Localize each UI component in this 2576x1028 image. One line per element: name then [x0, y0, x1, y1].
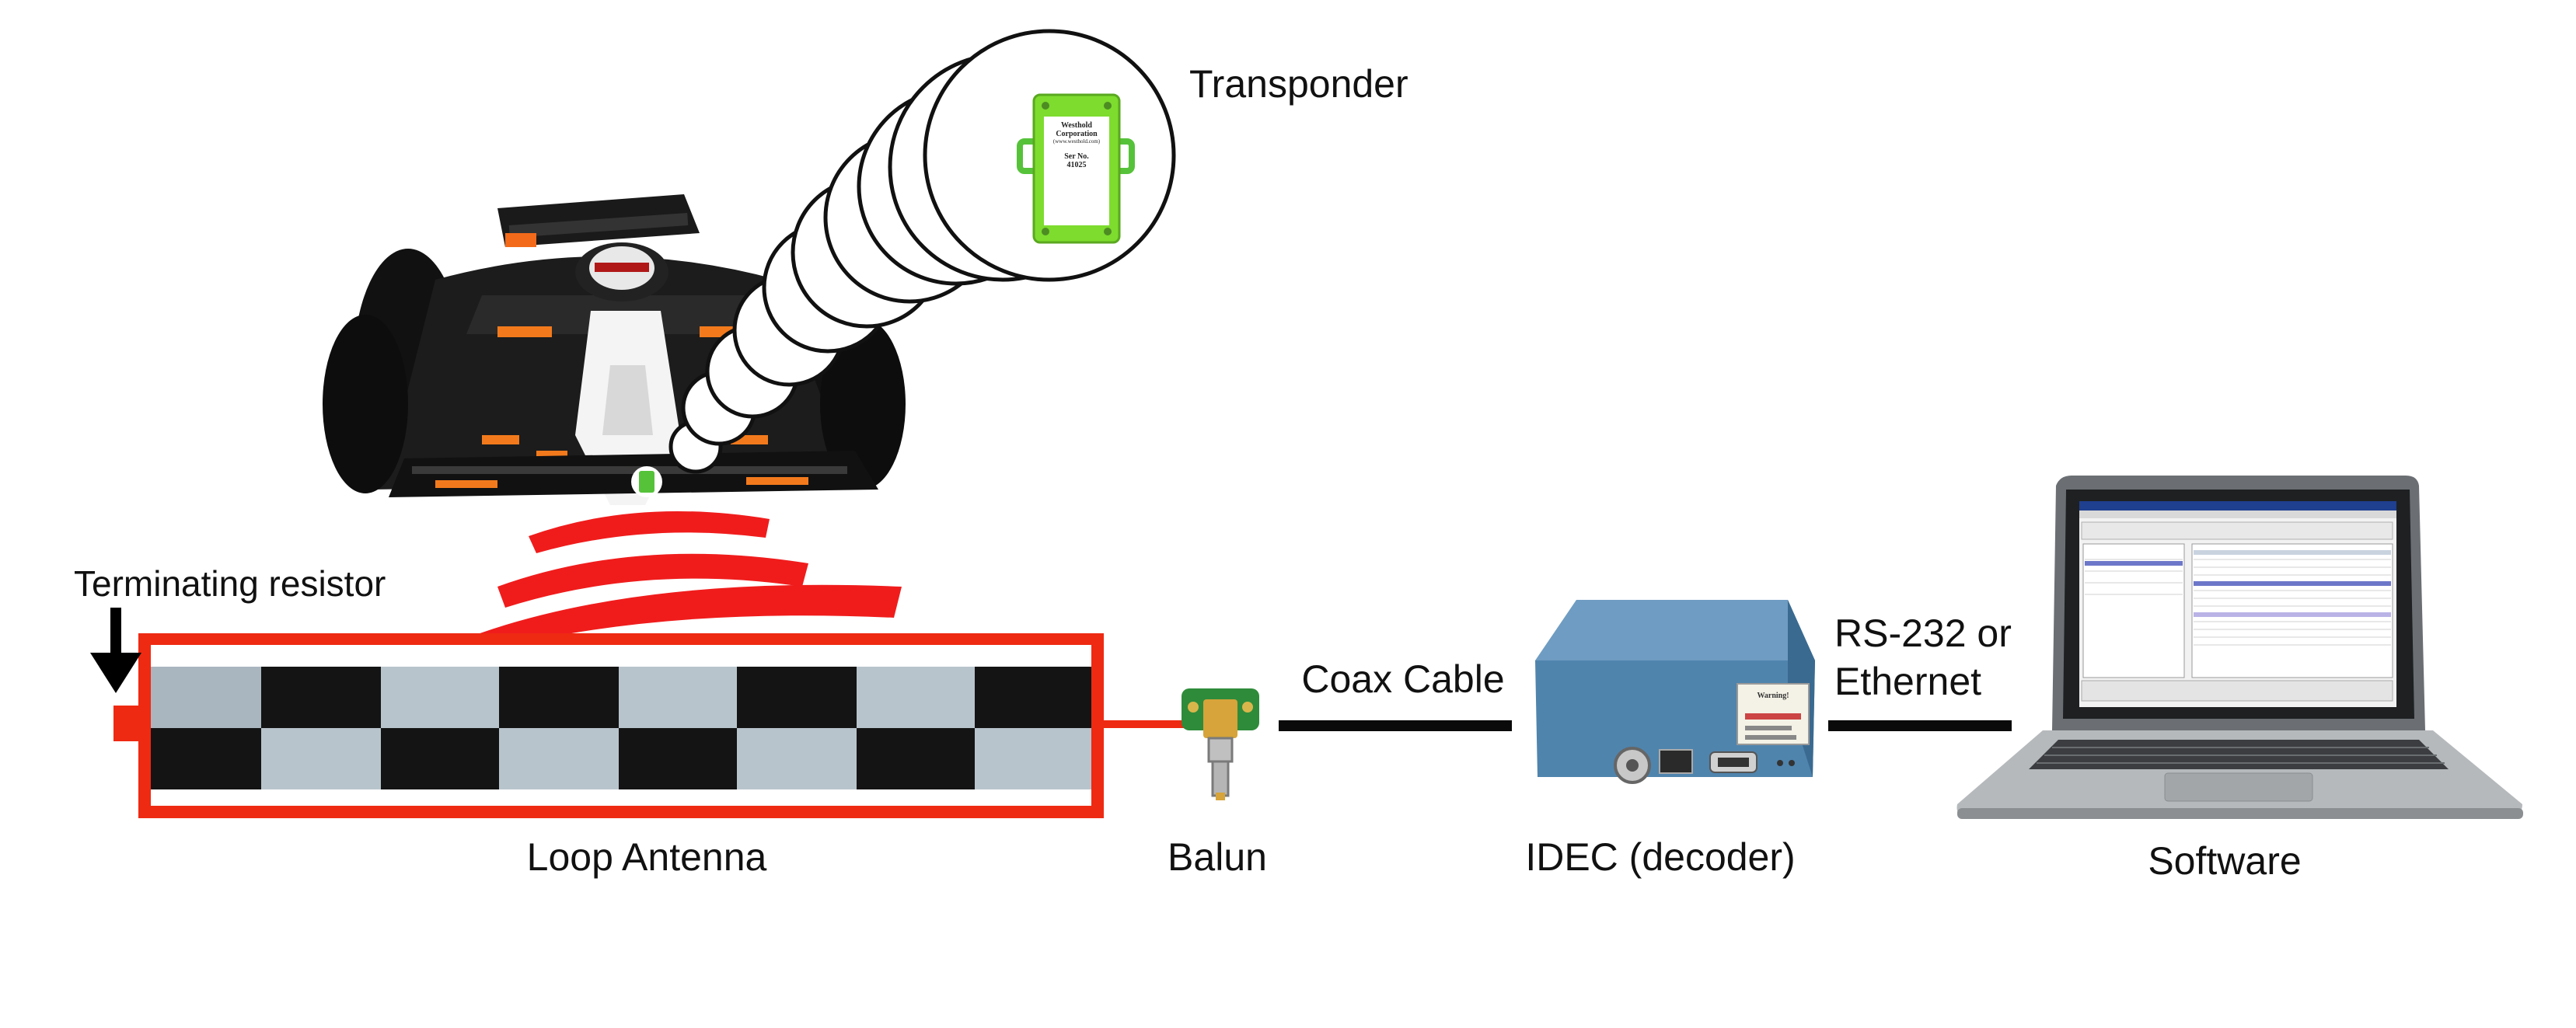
coax-cable-label: Coax Cable: [1301, 657, 1505, 701]
coax-cable: [1279, 720, 1512, 731]
idec-decoder-image: [1535, 600, 1815, 784]
balun-label: Balun: [1168, 835, 1267, 879]
terminating-resistor-arrow: [90, 608, 141, 693]
loop-antenna: [113, 633, 1197, 818]
serial-ethernet-cable: [1828, 720, 2012, 731]
transponder-tag-image: [1017, 93, 1135, 244]
tag-line-3: (www.westhold.com): [1052, 138, 1101, 145]
laptop-image: [1956, 476, 2523, 819]
transponder-label: Transponder: [1189, 62, 1408, 106]
signal-arcs: [459, 511, 902, 657]
balun-image: [1182, 688, 1259, 800]
tag-line-1: Westhold: [1060, 121, 1092, 130]
tag-line-2: Corporation: [1056, 130, 1098, 138]
loop-antenna-label: Loop Antenna: [526, 835, 767, 879]
idec-sticker-text: Warning!: [1757, 692, 1789, 700]
tag-line-4: Ser No.: [1064, 152, 1089, 161]
link-label: RS-232 or Ethernet: [1834, 609, 2012, 706]
checkered-track-strip: [151, 667, 1091, 789]
transponder-tag-text: Westhold Corporation (www.westhold.com) …: [1045, 121, 1108, 169]
tag-line-5: 41025: [1066, 161, 1087, 169]
idec-label: IDEC (decoder): [1525, 835, 1796, 879]
link-label-line2: Ethernet: [1834, 660, 1982, 703]
software-label: Software: [2148, 839, 2302, 883]
link-label-line1: RS-232 or: [1834, 612, 2012, 655]
terminating-resistor: [113, 706, 140, 741]
terminating-resistor-label: Terminating resistor: [74, 563, 386, 604]
